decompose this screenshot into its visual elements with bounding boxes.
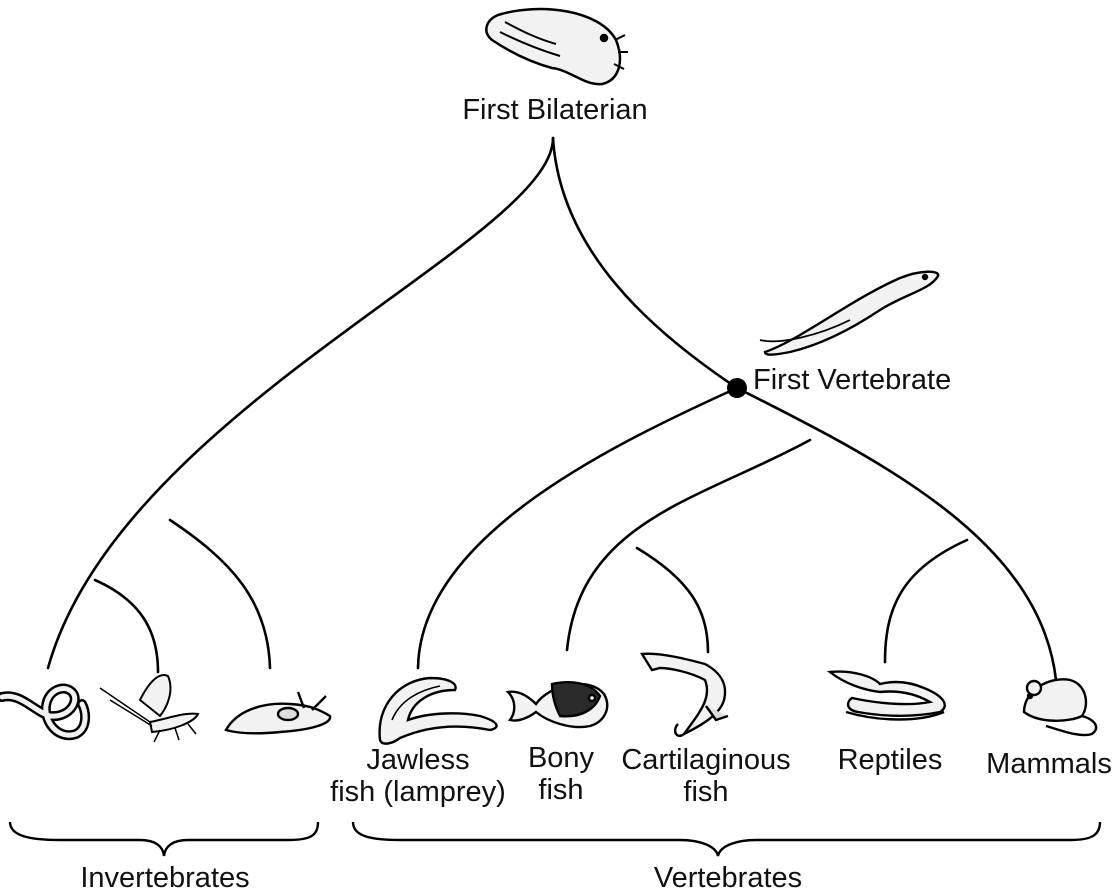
branch-cartilaginous: [635, 546, 710, 654]
bony-fish-icon: [505, 681, 609, 729]
group-label-invertebrates: Invertebrates: [80, 862, 250, 894]
branch-root-invertebrates: [46, 136, 555, 670]
bilaterian-worm-icon: [485, 7, 628, 86]
branch-vertebrate-right: [735, 386, 1058, 682]
root-label: First Bilaterian: [462, 94, 648, 126]
branch-root-vertebrate: [551, 136, 739, 390]
first-vertebrate-node: [727, 378, 747, 398]
worm-icon: [0, 683, 91, 741]
branch-fish-reptile-split: [565, 438, 812, 652]
leaf-label-reptiles: Reptiles: [837, 744, 943, 776]
leaf-label-mammals: Mammals: [986, 748, 1112, 780]
leaf-label-cartilaginous-fish: Cartilaginous fish: [621, 744, 791, 808]
group-label-vertebrates: Vertebrates: [653, 862, 803, 894]
lamprey-icon: [378, 676, 498, 745]
leaf-label-bony-fish: Bony fish: [527, 742, 595, 806]
leaf-label-jawless-fish: Jawless fish (lamprey): [330, 744, 506, 808]
early-fish-icon: [759, 270, 940, 356]
branch-lamprey: [416, 386, 739, 670]
branch-reptiles: [883, 538, 969, 664]
vertebrates-brace: [351, 821, 1102, 857]
mouse-icon: [1022, 678, 1098, 737]
mayfly-icon: [99, 674, 200, 743]
invertebrates-brace: [8, 821, 320, 857]
branch-slug: [168, 518, 272, 670]
branch-mayfly: [93, 578, 160, 674]
lizard-icon: [826, 670, 946, 721]
first-vertebrate-label: First Vertebrate: [753, 364, 952, 396]
shark-icon: [639, 652, 729, 738]
slug-icon: [224, 691, 332, 735]
